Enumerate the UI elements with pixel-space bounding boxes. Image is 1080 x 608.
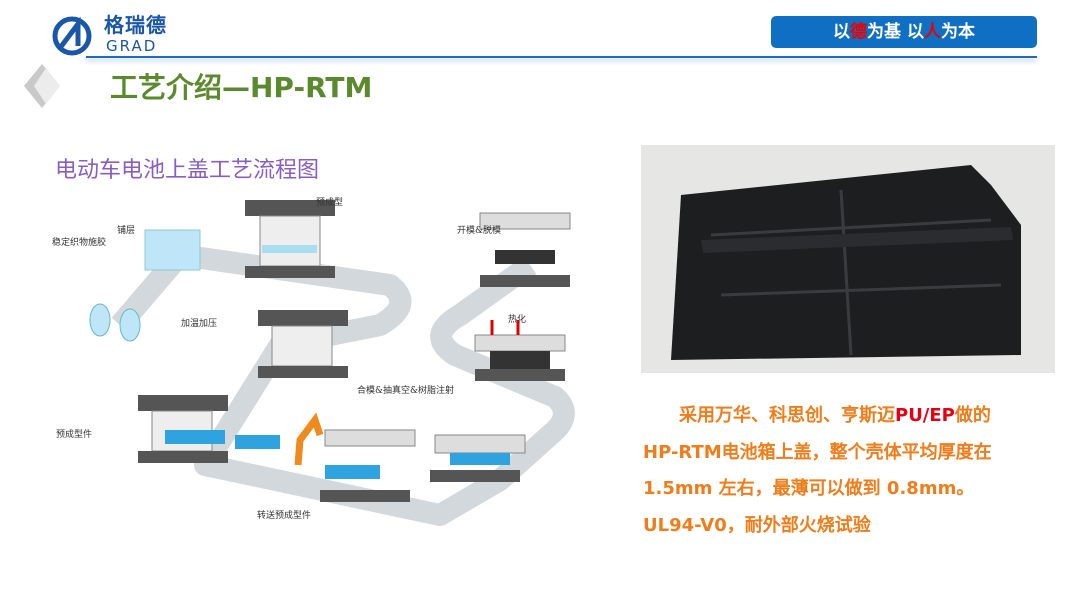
press-transfer — [320, 429, 416, 502]
press-demold — [479, 212, 571, 287]
motto-highlight: 德 — [850, 22, 868, 42]
desc-highlight: PU/EP — [895, 405, 955, 426]
conveyor-path — [111, 244, 575, 526]
press-inject — [430, 434, 526, 482]
label-demold: 开模&脱模 — [457, 226, 502, 236]
desc-line-2: HP-RTM电池箱上盖，整个壳体平均厚度在 — [643, 441, 992, 463]
press-part — [138, 395, 280, 463]
label-cure: 热化 — [508, 315, 527, 325]
desc-text: 采用万华、科思创、亨斯迈 — [679, 405, 895, 426]
desc-line-3: 1.5mm 左右，最薄可以做到 0.8mm。 — [643, 478, 975, 499]
label-inject: 合模&抽真空&树脂注射 — [357, 386, 455, 396]
label-fabric: 稳定织物施胶 — [52, 238, 107, 248]
label-preform: 预成型 — [316, 198, 344, 208]
label-transfer: 转送预成型件 — [257, 511, 312, 521]
motto-highlight: 人 — [923, 22, 941, 42]
battery-cover-photo — [641, 145, 1055, 373]
diamond-bullet-icon — [24, 64, 60, 108]
press-cure — [474, 320, 566, 381]
label-heat-press: 加温加压 — [181, 319, 218, 329]
label-layup: 铺层 — [117, 226, 136, 236]
process-flow-diagram — [89, 200, 575, 526]
label-preform-part: 预成型件 — [56, 430, 93, 440]
diagram-title: 电动车电池上盖工艺流程图 — [55, 158, 320, 183]
desc-line-1: 采用万华、科思创、亨斯迈PU/EP做的 — [643, 398, 1043, 435]
motto-text: 为本 — [940, 22, 975, 42]
logo-cn: 格瑞德 — [104, 13, 167, 37]
motto-banner: 以德为基 以人为本 — [771, 16, 1037, 48]
desc-text: 做的 — [954, 405, 991, 426]
fabric-rolls — [89, 229, 201, 342]
motto-text: 以 — [833, 22, 851, 42]
description-text: 采用万华、科思创、亨斯迈PU/EP做的 HP-RTM电池箱上盖，整个壳体平均厚度… — [643, 398, 1043, 544]
robot-arm — [294, 412, 324, 466]
grad-logo-icon — [52, 16, 92, 56]
motto-text: 为基 以 — [867, 22, 924, 42]
desc-line-4: UL94-V0，耐外部火烧试验 — [643, 514, 871, 536]
press-preform — [245, 200, 335, 278]
header-divider — [86, 56, 1037, 58]
press-heat — [258, 310, 348, 378]
slide-title: 工艺介绍—HP-RTM — [110, 71, 373, 104]
logo-en: GRAD — [106, 37, 158, 55]
